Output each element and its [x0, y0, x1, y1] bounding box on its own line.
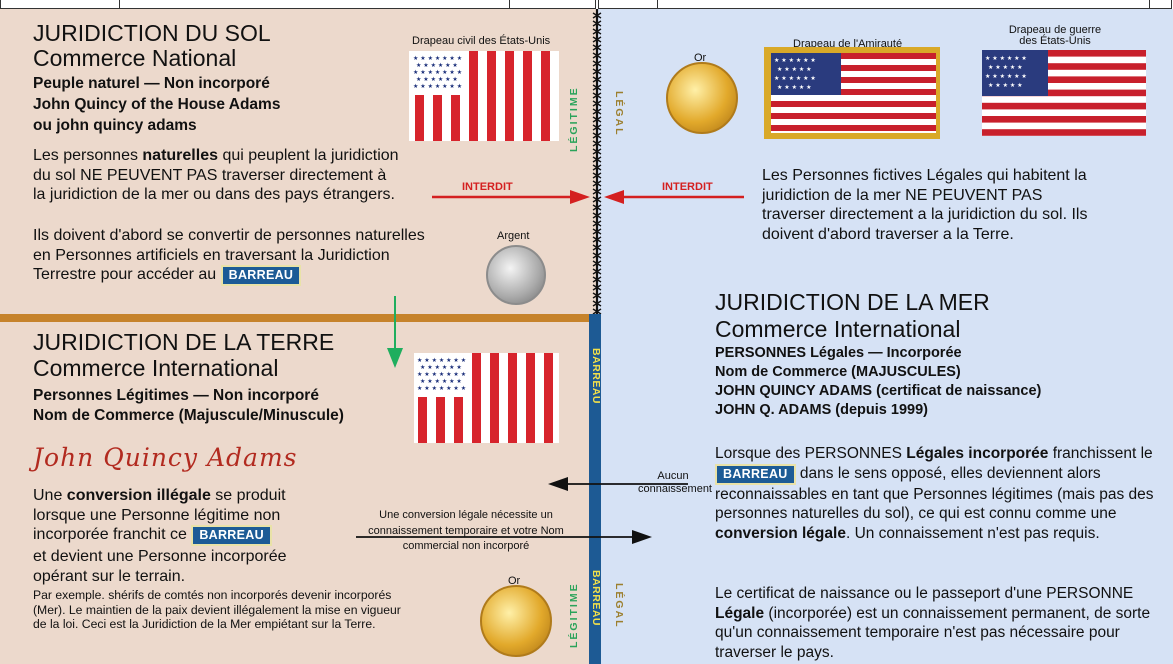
svg-text:★ ★ ★ ★ ★ ★: ★ ★ ★ ★ ★ ★ [420, 378, 462, 385]
svg-text:★ ★ ★ ★ ★ ★ ★: ★ ★ ★ ★ ★ ★ ★ [417, 371, 466, 378]
war-flag-image: ★ ★ ★ ★ ★ ★ ★ ★ ★ ★ ★ ★ ★ ★ ★ ★ ★ ★ ★ ★ ★ … [982, 50, 1146, 136]
top-strip-left [0, 0, 596, 9]
svg-text:★ ★ ★ ★ ★: ★ ★ ★ ★ ★ [777, 66, 812, 73]
barreau-badge-sea: BARREAU [715, 463, 796, 485]
soil-land-divider [0, 314, 600, 322]
sea-title: JURIDICTION DE LA MER [715, 289, 990, 315]
interdit-arrow-right [432, 190, 590, 204]
sea-gold-label: Or [694, 52, 707, 64]
war-flag-label: Drapeau de guerre des États-Unis [1008, 24, 1102, 47]
soil-title: JURIDICTION DU SOL [33, 20, 271, 46]
sea-fictive-text: Les Personnes fictives Légales qui habit… [762, 167, 1088, 243]
land-title: JURIDICTION DE LA TERRE [33, 329, 335, 355]
conversion-arrow [356, 530, 652, 544]
soil-subtitle: Commerce National [33, 45, 237, 71]
interdit-left-label: INTERDIT [462, 181, 513, 193]
svg-text:★ ★ ★ ★ ★ ★ ★: ★ ★ ★ ★ ★ ★ ★ [417, 385, 466, 392]
svg-text:★ ★ ★ ★ ★ ★: ★ ★ ★ ★ ★ ★ [416, 62, 458, 69]
svg-text:★ ★ ★ ★ ★: ★ ★ ★ ★ ★ [777, 84, 812, 91]
jurisdiction-border [592, 9, 602, 314]
barreau-bar-label-bottom: BARREAU [590, 570, 602, 626]
land-gold-label: Or [508, 575, 521, 587]
sea-paragraph-1: Lorsque des PERSONNES Légales incorporée… [715, 445, 1154, 542]
gold-coin-image-top [666, 62, 738, 134]
svg-text:★ ★ ★ ★ ★ ★: ★ ★ ★ ★ ★ ★ [416, 76, 458, 83]
admiralty-flag-image: ★ ★ ★ ★ ★ ★ ★ ★ ★ ★ ★ ★ ★ ★ ★ ★ ★ ★ ★ ★ ★ … [764, 47, 940, 139]
svg-text:★ ★ ★ ★ ★ ★ ★: ★ ★ ★ ★ ★ ★ ★ [413, 69, 462, 76]
interdit-right-label: INTERDIT [662, 181, 713, 193]
silver-coin-image [486, 245, 546, 305]
soil-line-3: ou john quincy adams [33, 117, 197, 134]
soil-legal-label: LÉGAL [613, 91, 625, 137]
barreau-badge-land: BARREAU [191, 525, 272, 546]
svg-text:★ ★ ★ ★ ★: ★ ★ ★ ★ ★ [988, 64, 1023, 71]
svg-text:★ ★ ★ ★ ★: ★ ★ ★ ★ ★ [988, 82, 1023, 89]
green-down-arrow [387, 296, 403, 368]
sea-subtitle: Commerce International [715, 316, 961, 342]
svg-text:★ ★ ★ ★ ★ ★: ★ ★ ★ ★ ★ ★ [420, 364, 462, 371]
sea-line-2: Nom de Commerce (MAJUSCULES) [715, 364, 961, 380]
soil-paragraph-1: Les personnes naturelles qui peuplent la… [33, 147, 399, 203]
interdit-arrow-left [604, 190, 744, 204]
top-strip-right [598, 0, 1172, 9]
land-legal-label: LÉGAL [613, 583, 625, 629]
svg-text:★ ★ ★ ★ ★ ★: ★ ★ ★ ★ ★ ★ [985, 73, 1027, 80]
barreau-bar-label-top: BARREAU [590, 348, 602, 404]
sea-line-4: JOHN Q. ADAMS (depuis 1999) [715, 402, 928, 418]
land-line-2: Nom de Commerce (Majuscule/Minuscule) [33, 407, 344, 424]
soil-line-2: John Quincy of the House Adams [33, 96, 281, 113]
sea-paragraph-2: Le certificat de naissance ou le passepo… [715, 585, 1151, 661]
sea-line-3: JOHN QUINCY ADAMS (certificat de naissan… [715, 383, 1042, 399]
land-legitime-label: LÉGITIME [568, 582, 580, 648]
conversion-note: Une conversion légale nécessite un conna… [368, 509, 564, 552]
soil-legitime-label: LÉGITIME [568, 86, 580, 152]
land-paragraph-2: et devient une Personne incorporée opéra… [33, 548, 287, 585]
sea-line-1: PERSONNES Légales — Incorporée [715, 345, 962, 361]
civil-flag-image: ★ ★ ★ ★ ★ ★ ★★ ★ ★ ★ ★ ★ ★ ★ ★ ★ ★ ★ ★★ … [409, 51, 559, 141]
aucun-connaissement-label: Aucun connaissement [638, 470, 712, 495]
land-line-1: Personnes Légitimes — Non incorporé [33, 387, 319, 404]
svg-text:★ ★ ★ ★ ★ ★: ★ ★ ★ ★ ★ ★ [774, 75, 816, 82]
svg-text:★ ★ ★ ★ ★ ★ ★: ★ ★ ★ ★ ★ ★ ★ [417, 357, 466, 364]
land-example: Par exemple. shérifs de comtés non incor… [33, 588, 401, 631]
svg-text:★ ★ ★ ★ ★ ★: ★ ★ ★ ★ ★ ★ [774, 57, 816, 64]
gold-coin-image-bottom [480, 585, 552, 657]
silver-label: Argent [497, 230, 530, 242]
aucun-arrow [548, 477, 688, 491]
barreau-badge-soil: BARREAU [220, 265, 302, 286]
barreau-bar [589, 314, 601, 664]
land-flag-image: ★ ★ ★ ★ ★ ★ ★★ ★ ★ ★ ★ ★ ★ ★ ★ ★ ★ ★ ★★ … [414, 353, 559, 443]
svg-text:★ ★ ★ ★ ★ ★ ★: ★ ★ ★ ★ ★ ★ ★ [413, 83, 462, 90]
land-subtitle: Commerce International [33, 355, 279, 381]
soil-paragraph-2: Ils doivent d'abord se convertir de pers… [33, 226, 433, 286]
soil-line-1: Peuple naturel — Non incorporé [33, 75, 270, 92]
land-paragraph-1: Une conversion illégale se produit lorsq… [33, 486, 333, 546]
signature: John Quincy Adams [33, 443, 298, 472]
svg-text:★ ★ ★ ★ ★ ★ ★: ★ ★ ★ ★ ★ ★ ★ [413, 55, 462, 62]
civil-flag-label: Drapeau civil des États-Unis [412, 35, 551, 47]
svg-text:★ ★ ★ ★ ★ ★: ★ ★ ★ ★ ★ ★ [985, 55, 1027, 62]
